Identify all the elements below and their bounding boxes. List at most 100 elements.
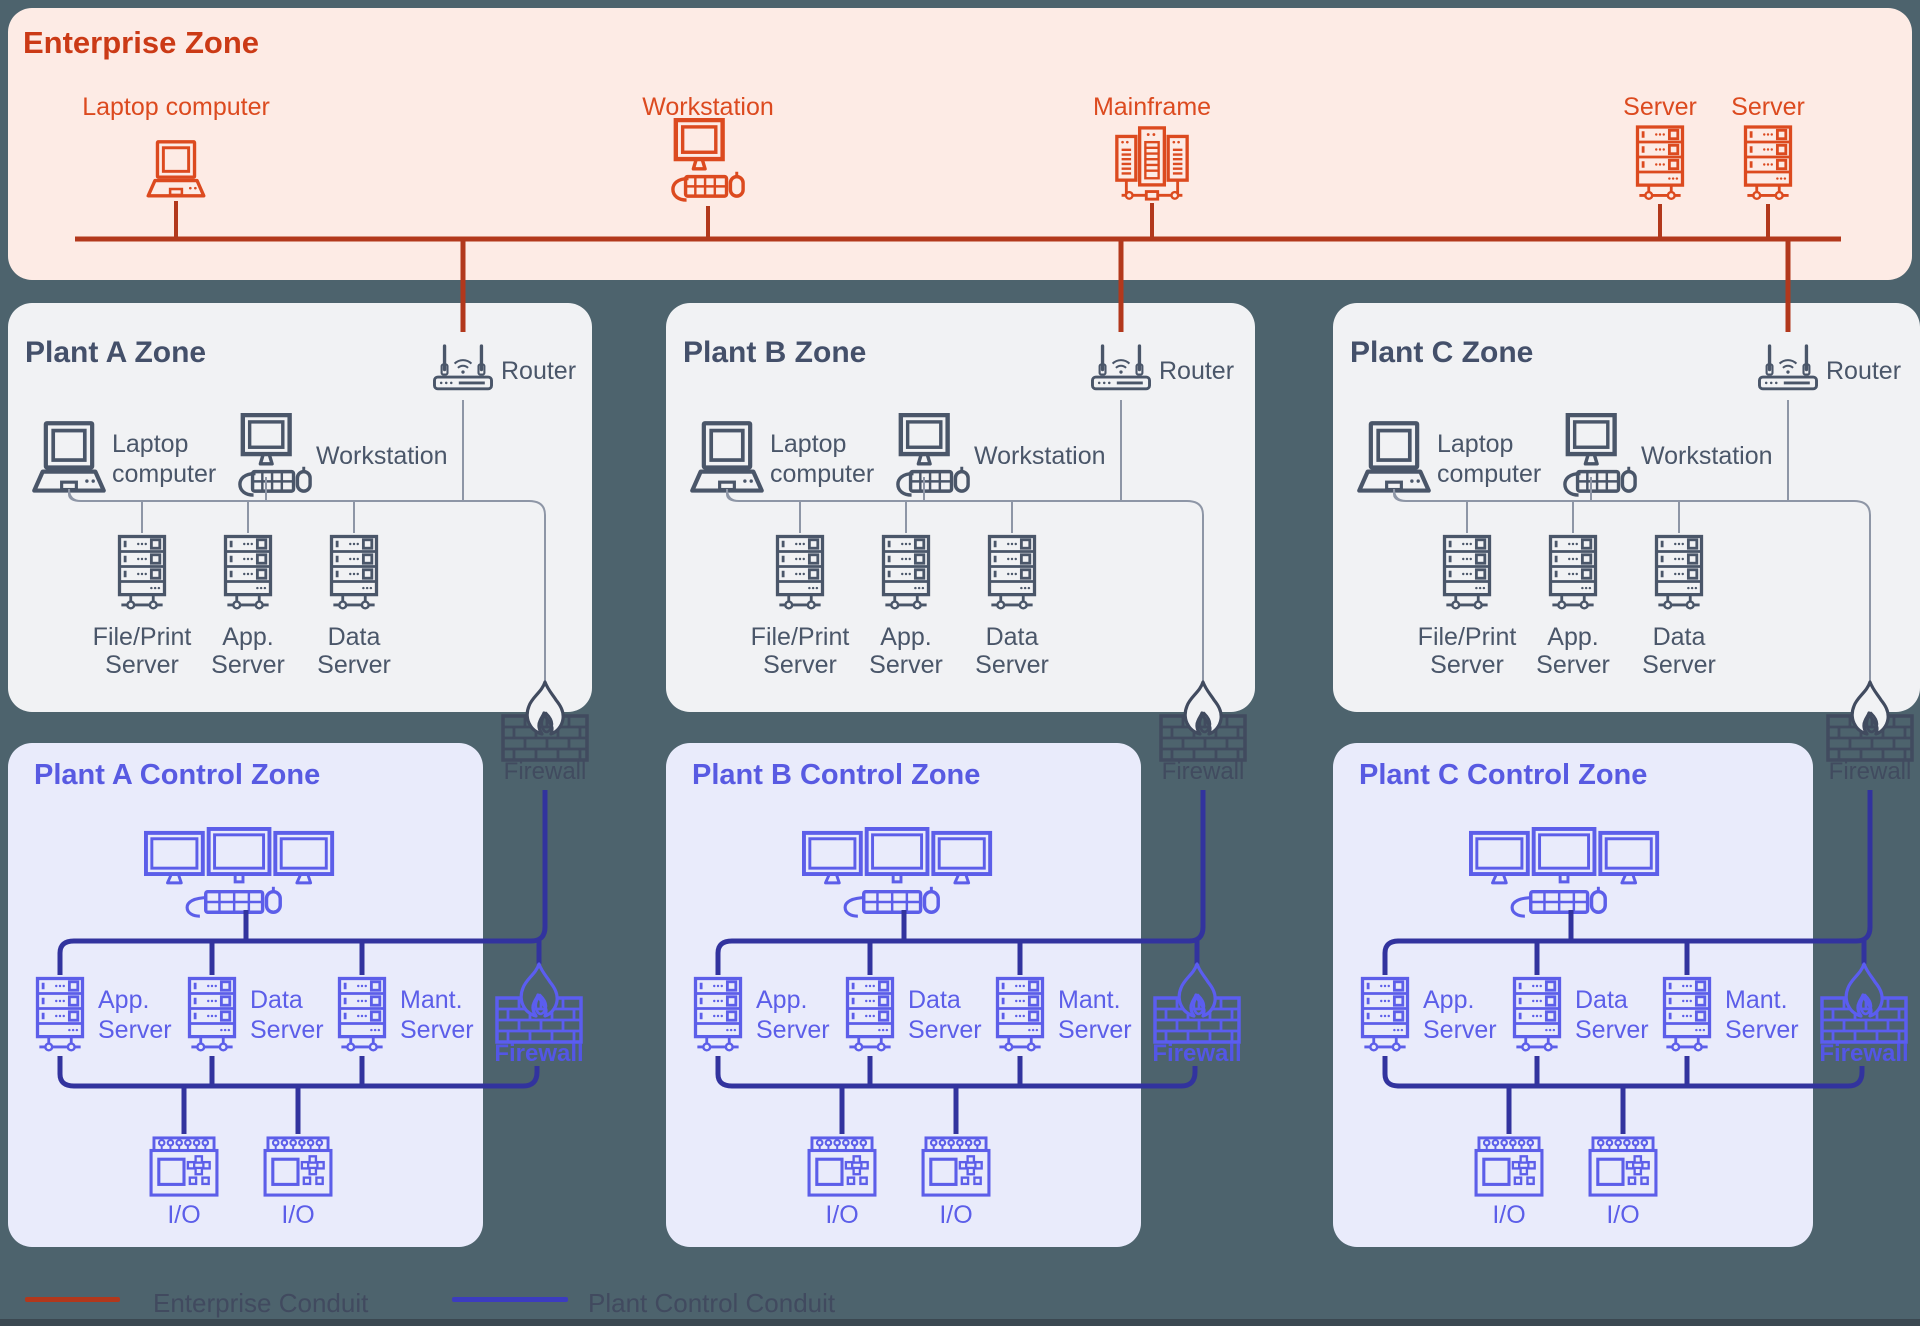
io-icon xyxy=(807,1136,877,1197)
server-label: App. Server xyxy=(211,623,285,679)
firewall-icon xyxy=(1159,680,1247,762)
io-label: I/O xyxy=(825,1201,859,1229)
plant-c-control-zone: Plant C Control Zone App. Server Data Se… xyxy=(1333,743,1813,1247)
router-icon xyxy=(432,344,494,391)
server-icon xyxy=(1548,534,1598,611)
workstation-icon xyxy=(894,413,972,501)
io-label: I/O xyxy=(167,1201,201,1229)
server-icon xyxy=(1512,976,1562,1053)
firewall-column-c: Firewall Firewall xyxy=(1810,678,1920,1128)
laptop-icon xyxy=(29,421,109,497)
server-label: App. Server xyxy=(98,986,172,1044)
io-label: I/O xyxy=(1492,1201,1526,1229)
plant-b-control-zone-title: Plant B Control Zone xyxy=(692,759,981,791)
laptop-label: Laptop computer xyxy=(112,430,217,488)
server-label: Server xyxy=(1623,93,1697,121)
firewall-icon xyxy=(1826,680,1914,762)
firewall-icon xyxy=(1820,962,1908,1044)
server-label: Data Server xyxy=(1642,623,1716,679)
control-workstation-icon xyxy=(801,827,993,919)
server-icon xyxy=(881,534,931,611)
server-label: App. Server xyxy=(1423,986,1497,1044)
server-icon xyxy=(1360,976,1410,1053)
firewall-label: Firewall xyxy=(1152,1040,1242,1067)
server-icon xyxy=(845,976,895,1053)
workstation-label: Workstation xyxy=(316,442,448,470)
firewall-icon xyxy=(501,680,589,762)
laptop-label: Laptop computer xyxy=(1437,430,1542,488)
server-icon xyxy=(329,534,379,611)
router-label: Router xyxy=(1159,357,1235,385)
server-label: Server xyxy=(1731,93,1805,121)
firewall-column-a: Firewall Firewall xyxy=(485,678,605,1128)
server-label: Mant. Server xyxy=(400,986,474,1044)
firewall-label: Firewall xyxy=(1828,758,1912,785)
router-label: Router xyxy=(501,357,577,385)
enterprise-conduit-label: Enterprise Conduit xyxy=(153,1288,369,1318)
plant-a-zone: Plant A Zone Router Laptop computer Work… xyxy=(8,303,592,712)
workstation-icon xyxy=(1561,413,1639,501)
server-label: App. Server xyxy=(756,986,830,1044)
server-label: Data Server xyxy=(1575,986,1649,1044)
plant-b-zone-title: Plant B Zone xyxy=(683,336,867,369)
server-label: App. Server xyxy=(869,623,943,679)
enterprise-conduit-swatch xyxy=(25,1297,120,1302)
workstation-icon xyxy=(669,118,747,206)
mainframe-icon xyxy=(1115,126,1189,201)
workstation-label: Workstation xyxy=(974,442,1106,470)
server-icon xyxy=(995,976,1045,1053)
server-icon xyxy=(1654,534,1704,611)
firewall-label: Firewall xyxy=(1161,758,1245,785)
io-label: I/O xyxy=(1606,1201,1640,1229)
firewall-column-b: Firewall Firewall xyxy=(1143,678,1263,1128)
io-icon xyxy=(263,1136,333,1197)
server-icon xyxy=(1635,125,1685,201)
laptop-icon xyxy=(1354,421,1434,497)
plant-b-zone: Plant B Zone Router Laptop computer Work… xyxy=(666,303,1255,712)
laptop-label: Laptop computer xyxy=(82,93,270,121)
server-label: Mant. Server xyxy=(1058,986,1132,1044)
plant-a-zone-title: Plant A Zone xyxy=(25,336,207,369)
io-label: I/O xyxy=(281,1201,315,1229)
server-icon xyxy=(187,976,237,1053)
plant-control-conduit-label: Plant Control Conduit xyxy=(588,1288,836,1318)
server-icon xyxy=(1743,125,1793,201)
router-icon xyxy=(1757,344,1819,391)
server-label: File/Print Server xyxy=(750,623,850,679)
enterprise-zone-title: Enterprise Zone xyxy=(23,25,259,60)
server-label: App. Server xyxy=(1536,623,1610,679)
plant-c-zone-title: Plant C Zone xyxy=(1350,336,1534,369)
server-icon xyxy=(775,534,825,611)
plant-c-zone: Plant C Zone Router Laptop computer Work… xyxy=(1333,303,1920,712)
io-label: I/O xyxy=(939,1201,973,1229)
firewall-label: Firewall xyxy=(1819,1040,1909,1067)
legend: Enterprise Conduit Plant Control Conduit xyxy=(0,1278,1100,1326)
server-label: Data Server xyxy=(317,623,391,679)
control-workstation-icon xyxy=(143,827,335,919)
io-icon xyxy=(1474,1136,1544,1197)
firewall-icon xyxy=(495,962,583,1044)
io-icon xyxy=(149,1136,219,1197)
server-label: Data Server xyxy=(908,986,982,1044)
server-label: File/Print Server xyxy=(1417,623,1517,679)
router-label: Router xyxy=(1826,357,1902,385)
server-label: Data Server xyxy=(975,623,1049,679)
firewall-icon xyxy=(1153,962,1241,1044)
workstation-label: Workstation xyxy=(642,93,774,121)
workstation-label: Workstation xyxy=(1641,442,1773,470)
server-icon xyxy=(1442,534,1492,611)
router-icon xyxy=(1090,344,1152,391)
server-label: Mant. Server xyxy=(1725,986,1799,1044)
laptop-icon xyxy=(687,421,767,497)
mainframe-label: Mainframe xyxy=(1092,93,1212,121)
enterprise-zone: Enterprise Zone Laptop computer Workstat… xyxy=(8,8,1912,280)
plant-control-conduit-swatch xyxy=(452,1297,568,1302)
plant-a-control-zone: Plant A Control Zone App. Server Data Se… xyxy=(8,743,483,1247)
server-icon xyxy=(337,976,387,1053)
server-label: Data Server xyxy=(250,986,324,1044)
server-icon xyxy=(693,976,743,1053)
server-icon xyxy=(223,534,273,611)
firewall-label: Firewall xyxy=(503,758,587,785)
firewall-label: Firewall xyxy=(494,1040,584,1067)
